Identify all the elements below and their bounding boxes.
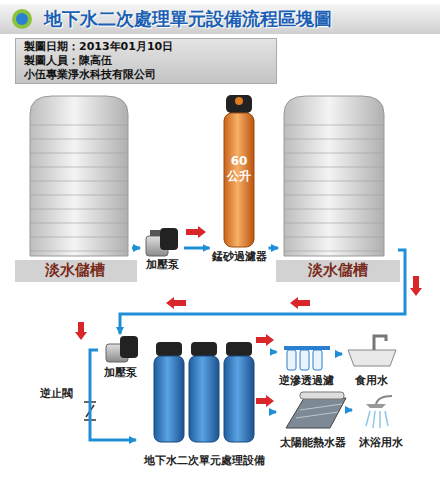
diagram-title: 地下水二次處理單元設備流程區塊圖: [44, 7, 332, 31]
node-label: 製圖日期：2013年01月10日: [24, 40, 173, 54]
node-label: 逆滲透過濾: [279, 373, 334, 388]
node-label: 製圖人員：陳高伍: [24, 54, 112, 68]
water-pipe: [350, 409, 352, 412]
equipment-node: 淡水儲槽: [278, 92, 398, 282]
node-label: 食用水: [355, 373, 388, 388]
node-label: 加壓泵: [146, 257, 179, 272]
node-label: 太陽能熱水器: [280, 435, 346, 450]
water-pipe: [90, 350, 136, 440]
node-label: 小伍專業淨水科技有限公司: [24, 68, 156, 82]
water-pipe: [336, 353, 343, 356]
water-pipe: [120, 250, 405, 334]
equipment-node: 沐浴用水: [352, 390, 410, 450]
water-pipe: [272, 411, 276, 414]
equipment-node: 加壓泵: [140, 222, 184, 272]
equipment-node: 加壓泵: [98, 334, 142, 380]
equipment-node: 60 公升錳砂過濾器: [210, 92, 269, 264]
water-pipe: [184, 247, 210, 250]
equipment-node: 食用水: [342, 330, 400, 388]
equipment-node: 淡水儲槽: [18, 92, 132, 282]
node-label: 錳砂過濾器: [212, 249, 267, 264]
equipment-node: 地下水二次單元處理設備: [136, 338, 272, 468]
info-box: 製圖日期：2013年01月10日製圖人員：陳高伍小伍專業淨水科技有限公司: [15, 38, 277, 84]
water-pipe: [132, 247, 140, 250]
valve-label: 逆止閥: [40, 386, 73, 401]
water-pipe: [272, 351, 277, 354]
node-label: 地下水二次單元處理設備: [144, 453, 265, 468]
node-label: 淡水儲槽: [45, 261, 105, 280]
node-label: 沐浴用水: [359, 435, 403, 450]
node-label: 60 公升: [225, 154, 253, 184]
water-pipe: [269, 247, 279, 250]
node-label: 淡水儲槽: [308, 261, 368, 280]
equipment-node: 太陽能熱水器: [276, 390, 350, 450]
node-label: 加壓泵: [104, 365, 137, 380]
equipment-node: 逆滲透過濾: [277, 342, 336, 388]
